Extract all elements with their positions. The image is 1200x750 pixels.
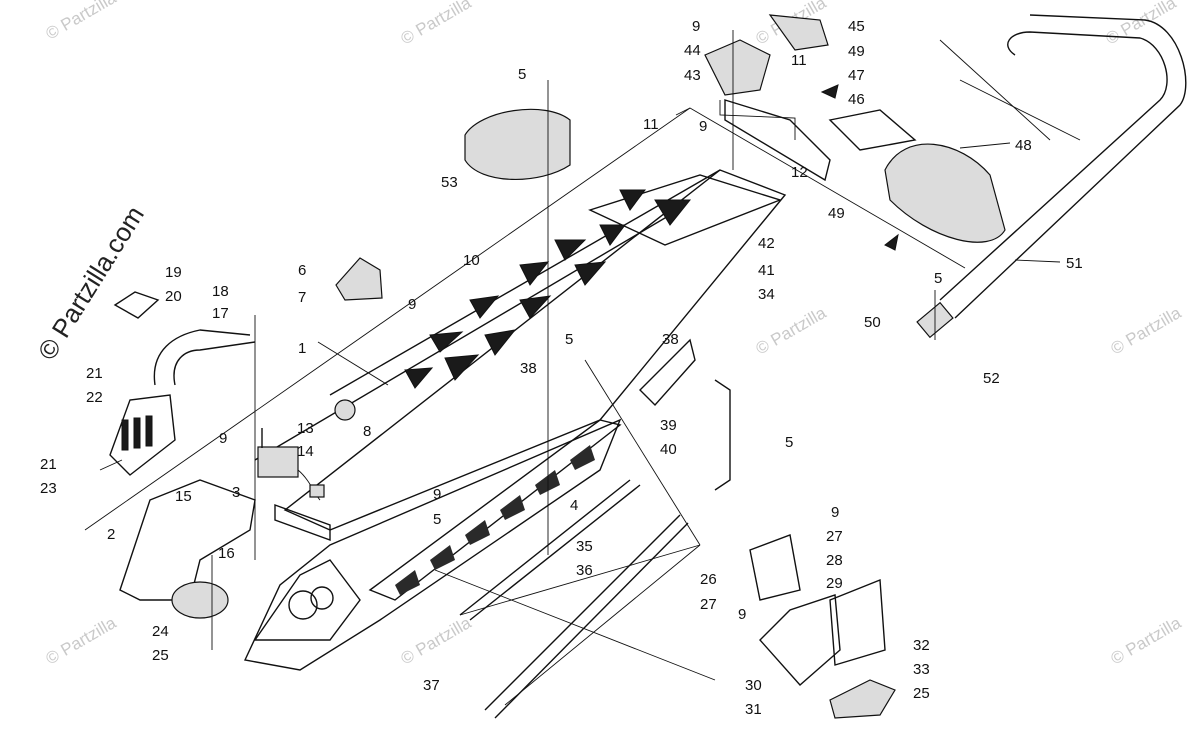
callout-27: 27 bbox=[826, 528, 843, 545]
callout-5: 5 bbox=[565, 331, 573, 348]
callout-45: 45 bbox=[848, 18, 865, 35]
callout-31: 31 bbox=[745, 701, 762, 718]
callout-49: 49 bbox=[848, 43, 865, 60]
callout-25: 25 bbox=[913, 685, 930, 702]
callout-7: 7 bbox=[298, 289, 306, 306]
callout-6: 6 bbox=[298, 262, 306, 279]
callout-8: 8 bbox=[363, 423, 371, 440]
watermark-tile: © Partzilla bbox=[398, 0, 475, 48]
callout-23: 23 bbox=[40, 480, 57, 497]
callout-29: 29 bbox=[826, 575, 843, 592]
callout-47: 47 bbox=[848, 67, 865, 84]
callout-49: 49 bbox=[828, 205, 845, 222]
callout-48: 48 bbox=[1015, 137, 1032, 154]
callout-35: 35 bbox=[576, 538, 593, 555]
callout-24: 24 bbox=[152, 623, 169, 640]
callout-18: 18 bbox=[212, 283, 229, 300]
callout-20: 20 bbox=[165, 288, 182, 305]
callout-5: 5 bbox=[518, 66, 526, 83]
callout-9: 9 bbox=[219, 430, 227, 447]
callout-39: 39 bbox=[660, 417, 677, 434]
callout-50: 50 bbox=[864, 314, 881, 331]
callout-41: 41 bbox=[758, 262, 775, 279]
callout-4: 4 bbox=[570, 497, 578, 514]
watermark-tile: © Partzilla bbox=[398, 613, 475, 669]
callout-9: 9 bbox=[831, 504, 839, 521]
callout-14: 14 bbox=[297, 443, 314, 460]
watermark-tile: © Partzilla bbox=[1103, 0, 1180, 48]
callout-46: 46 bbox=[848, 91, 865, 108]
callout-5: 5 bbox=[433, 511, 441, 528]
callout-9: 9 bbox=[408, 296, 416, 313]
callout-44: 44 bbox=[684, 42, 701, 59]
callout-2: 2 bbox=[107, 526, 115, 543]
running-board-hatch bbox=[395, 445, 595, 595]
callout-11: 11 bbox=[643, 116, 659, 133]
callout-9: 9 bbox=[699, 118, 707, 135]
callout-32: 32 bbox=[913, 637, 930, 654]
callout-11: 11 bbox=[791, 52, 807, 69]
callout-53: 53 bbox=[441, 174, 458, 191]
callout-34: 34 bbox=[758, 286, 775, 303]
watermark-brand: © Partzilla.com bbox=[32, 201, 150, 365]
callout-38: 38 bbox=[662, 331, 679, 348]
watermark-tile: © Partzilla bbox=[43, 0, 120, 43]
callout-labels: 1 2 3 4 5 5 5 5 5 6 7 8 9 9 9 9 9 9 9 10… bbox=[40, 18, 1083, 718]
callout-12: 12 bbox=[791, 164, 808, 181]
callout-43: 43 bbox=[684, 67, 701, 84]
callout-36: 36 bbox=[576, 562, 593, 579]
callout-19: 19 bbox=[165, 264, 182, 281]
callout-21: 21 bbox=[40, 456, 57, 473]
callout-22: 22 bbox=[86, 389, 103, 406]
callout-9: 9 bbox=[692, 18, 700, 35]
callout-27: 27 bbox=[700, 596, 717, 613]
callout-30: 30 bbox=[745, 677, 762, 694]
callout-26: 26 bbox=[700, 571, 717, 588]
callout-52: 52 bbox=[983, 370, 1000, 387]
callout-13: 13 bbox=[297, 420, 314, 437]
callout-5: 5 bbox=[934, 270, 942, 287]
watermark-layer: © Partzilla © Partzilla © Partzilla © Pa… bbox=[32, 0, 1185, 668]
leader-lines bbox=[99, 30, 1061, 650]
callout-1: 1 bbox=[298, 340, 306, 357]
callout-10: 10 bbox=[463, 252, 480, 269]
callout-9: 9 bbox=[433, 486, 441, 503]
callout-38: 38 bbox=[520, 360, 537, 377]
callout-21: 21 bbox=[86, 365, 103, 382]
callout-37: 37 bbox=[423, 677, 440, 694]
callout-25: 25 bbox=[152, 647, 169, 664]
watermark-tile: © Partzilla bbox=[43, 613, 120, 669]
watermark-tile: © Partzilla bbox=[753, 303, 830, 359]
callout-28: 28 bbox=[826, 552, 843, 569]
callout-16: 16 bbox=[218, 545, 235, 562]
callout-17: 17 bbox=[212, 305, 229, 322]
watermark-tile: © Partzilla bbox=[1108, 303, 1185, 359]
callout-9: 9 bbox=[738, 606, 746, 623]
left-components bbox=[109, 108, 571, 619]
guide-lines bbox=[84, 39, 1081, 706]
callout-51: 51 bbox=[1066, 255, 1083, 272]
callout-15: 15 bbox=[175, 488, 192, 505]
callout-5: 5 bbox=[785, 434, 793, 451]
callout-33: 33 bbox=[913, 661, 930, 678]
callout-3: 3 bbox=[232, 484, 240, 501]
tunnel-assembly bbox=[243, 169, 787, 671]
watermark-tile: © Partzilla bbox=[1108, 613, 1185, 669]
callout-42: 42 bbox=[758, 235, 775, 252]
callout-40: 40 bbox=[660, 441, 677, 458]
